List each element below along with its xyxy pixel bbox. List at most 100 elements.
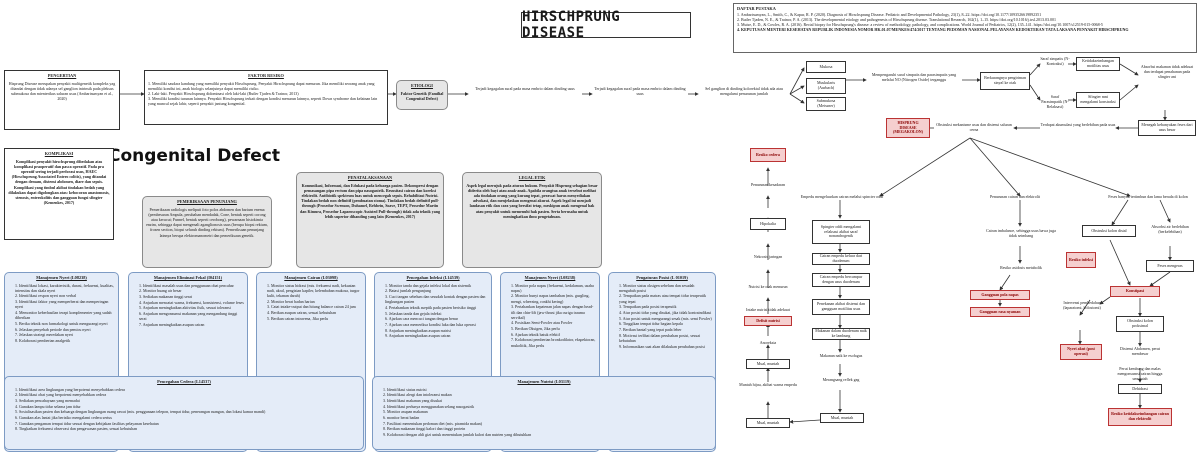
intervention-item: 5. Anjurkan meningkatkan aktivitas fisik… xyxy=(139,305,231,311)
pathway-feses-mengeras: Feses mengeras xyxy=(1146,260,1194,272)
legal-etik-card: LEGAL ETIK Aspek legal merujuk pada atur… xyxy=(462,172,602,268)
megakolon-label: HISPRUNG DISEASE (MEGAKOLON) xyxy=(893,119,923,135)
page-title: HIRSCHPRUNG DISEASE xyxy=(521,9,691,41)
manajemen-nutrisi-item: 8. Berikan makanan tinggi kalori dan tin… xyxy=(383,426,466,432)
pencegahan-cedera-item: 6. Gunakan alas lantai jika berisiko men… xyxy=(15,415,112,421)
intervention-item: 8. Anjurkan meningkatkan asupan nutrisi xyxy=(385,327,451,333)
manajemen-nutrisi-card: Manajemen Nutrisi (I.03119) 1. Identifik… xyxy=(372,376,716,450)
intervention-item: 1. Monitor pola napas (frekuensi, kedala… xyxy=(511,282,594,293)
intervention-item: 6. Jelaskan penyebab periode dan pemicu … xyxy=(15,326,91,332)
pathway-mempengaruhi: Mempengaruhi saraf simpatis dan parasimp… xyxy=(871,72,957,82)
pathway-mual-muntah-2: Mual, muntah xyxy=(746,359,790,369)
intervention-item: 8. Motivasi terlibat dalam perubahan pos… xyxy=(619,332,701,343)
pathway-dehidrasi: Dehidrasi xyxy=(1118,384,1162,394)
intervention-heading: Manajemen Nyeri (I.08238) xyxy=(36,275,87,280)
intervention-item: 6. Tinggikan tempat tidur bagian kepala xyxy=(619,321,683,327)
pathway-penekanan: Penekanan akibat distensi dan gangguan m… xyxy=(812,299,870,315)
pathway-nekrosis: Nekrosis jaringan xyxy=(753,254,783,259)
manajemen-nutrisi-item: 3. Identifikasi makanan yang disukai xyxy=(383,397,442,403)
intervention-item: 4. Posisikan Semi-Fowler atau Fowler xyxy=(511,320,573,326)
pencegahan-cedera-item: 7. Gunakan pengaman tempat tidur sesuai … xyxy=(15,420,159,426)
pathway-saraf-simpatis: Saraf simpatis (N-Kontraksi) xyxy=(1040,56,1070,66)
pathway-spingter-oddi: Spingter oddi mengalami relaksasi akibat… xyxy=(812,220,870,244)
intervention-item: 5. Berika teknik non farmakologi untuk m… xyxy=(15,320,108,326)
faktor-resiko-item: 2. Laki-laki. Penyakit Hirschsprung dido… xyxy=(148,90,299,96)
penatalaksanaan-text: Komunikasi, Informasi, dan Edukasi pada … xyxy=(300,182,440,219)
pathway-nutrisi-menurun: Nutrisi ke otak menurun xyxy=(748,284,788,289)
pencegahan-cedera-item: 3. Sediakan pencahayaan yang memadai xyxy=(15,397,80,403)
pengertian-card: PENGERTIAN Hisprung Disease merupakan pe… xyxy=(4,70,120,130)
pathway-submukosa: Submukosa (Meissner) xyxy=(806,97,846,111)
faktor-resiko-card: FAKTOR RESIKO 1. Memiliki saudara kandun… xyxy=(144,70,388,125)
pathway-resiko-cedera: Resiko cedera xyxy=(750,148,786,162)
intervention-item: 8. Kolaborasi pemberian analgetik xyxy=(15,337,71,343)
intervention-item: 7. Ajarkan cara memeriksa kondisi luka d… xyxy=(385,321,476,327)
etiologi-text: Faktor Genetik (Familial Congenital Defe… xyxy=(400,90,444,101)
intervention-item: 6. Ajarkan cara mencuci tangan dengan be… xyxy=(385,316,458,322)
pathway-resiko-infeksi: Resiko infeksi xyxy=(1066,252,1096,268)
intervention-item: 6. Anjurkan mengonsumsi makanan yang men… xyxy=(139,311,238,322)
intervention-item: 3. Tempatkan pada posisi terapeutik xyxy=(619,304,677,310)
etiologi-heading: ETIOLOGI xyxy=(411,83,433,88)
pengertian-text: Hisprung Disease merupakan penyakit mult… xyxy=(8,80,116,102)
pathway-resiko-ketidakseimbangan: Resiko ketidakseimbangan cairan dan elek… xyxy=(1108,408,1172,426)
intervention-item: 2. Monitor buang air besar xyxy=(139,288,182,294)
intervention-item: 3. Identifikasi faktor yang memperberat … xyxy=(15,299,109,310)
manajemen-nutrisi-item: 7. Fasilitasi menentukan pedoman diet (m… xyxy=(383,420,482,426)
pathway-empedu: Empedu mengeluarkan cairan melalui spinc… xyxy=(800,194,884,199)
manajemen-nutrisi-item: 9. Kolaborasi dengan ahli gizi untuk men… xyxy=(383,432,532,438)
manajemen-nutrisi-heading: Manajemen Nutrisi (I.03119) xyxy=(517,379,571,384)
pathway-penurunan-kesadaran: Penurunan kesadaran xyxy=(750,182,786,187)
penatalaksanaan-card: PENATALAKSANAAN Komunikasi, Informasi, d… xyxy=(296,172,444,268)
pathway-obstruksi-mekanis: Obstruksi mekanisme usus dan distensi sa… xyxy=(936,122,1012,132)
intervention-item: 7. Berikan bantal yang tepat pada leher xyxy=(619,327,682,333)
intervention-item: 9. Informasikan saat akan dilakukan peru… xyxy=(619,343,705,349)
pathway-muskularis: Muskularis (Aurbach) xyxy=(806,78,846,94)
intervention-heading: Pengaturan Posisi (I. 01019) xyxy=(636,275,688,280)
intervention-item: 1. Identifikasi lokasi, karakteristik, d… xyxy=(15,282,114,293)
pencegahan-cedera-heading: Pencegahan Cedera (I.14537) xyxy=(157,379,211,384)
pathway-intake-nutrisi: Intake nutrisi tidak adekuat xyxy=(746,307,790,312)
pathway-mual-muntah-3: Mual, muntah xyxy=(746,418,790,428)
intervention-item: 3. Cuci tangan sebelum dan sesudah konta… xyxy=(385,293,486,305)
manajemen-nutrisi-item: 1. Identifikasi status nutrisi xyxy=(383,386,427,392)
intervention-item: 1. Identifikasi masalah usus dan penggun… xyxy=(139,282,234,288)
intervention-item: 4. Anjurkan mencatat warna, frekuensi, k… xyxy=(139,299,244,305)
pathway-mual-muntah-1: Mual, muntah xyxy=(820,413,864,423)
intervention-item: 1. Monitor status hidrasi (mis. frekuens… xyxy=(267,282,360,298)
legal-etik-heading: LEGAL ETIK xyxy=(518,175,546,180)
pathway-distensi: Distensi Abdomen, perut membesar xyxy=(1120,346,1160,356)
reference-item: 3. Muise, E. D., & Cowles, R. A. (2016).… xyxy=(737,22,1103,28)
intervention-item: 2. Identifikasi respon nyeri non verbal xyxy=(15,293,77,299)
intervention-item: 2. Monitor berat badan harian xyxy=(267,298,315,304)
pathway-berkurangnya: Berkurangnya pengiriman sinyal ke otak xyxy=(980,72,1030,90)
penatalaksanaan-heading: PENATALAKSANAAN xyxy=(347,175,393,180)
intervention-item: 7. Kolaborasi pemberian bronkodilator, e… xyxy=(511,337,596,348)
komplikasi-card: KOMPLIKASI Komplikasi penyakit hirschspr… xyxy=(4,148,114,240)
pencegahan-cedera-item: 4. Gunakan lampu tidur selama jam tidur xyxy=(15,403,81,409)
intervention-item: 5. Jelaskan tanda dan gejala infeksi xyxy=(385,310,442,316)
pathway-resiko-asidosis: Resiko asidosis metabolik xyxy=(1000,265,1042,270)
pathway-gangguan-rasa-nyaman: Gangguan rasa nyaman xyxy=(970,307,1030,317)
pathway-absorbsi-air-berlebih: Absorbsi air berlebihan (berkelebihan) xyxy=(1151,224,1189,234)
pathway-akumulasi: Terdapat akumulasi yang berlebihan pada … xyxy=(1040,122,1116,127)
pemeriksaan-text: Pemeriksaan radiologis meliputi foto pol… xyxy=(146,206,268,238)
manajemen-nutrisi-item: 5. Monitor asupan makanan xyxy=(383,409,428,415)
intervention-item: 1. Monitor tanda dan gejala infeksi loka… xyxy=(385,282,472,288)
intervention-item: 1. Monitor status oksigen sebelum dan se… xyxy=(619,282,695,293)
pathway-hipokalia: Hipokalia xyxy=(750,218,786,230)
etiologi-card: ETIOLOGI Faktor Genetik (Familial Congen… xyxy=(396,80,448,110)
intervention-item: 4. Atur posisi tidur yang disukai, jika … xyxy=(619,310,712,316)
pathway-defisit-nutrisi: Defisit nutrisi xyxy=(744,316,792,326)
pemeriksaan-card: PEMERIKSAAN PENUNJANG Pemeriksaan radiol… xyxy=(142,196,272,268)
intervention-item: 2. Monitor bunyi napas tambahan (mis. gu… xyxy=(511,293,590,304)
pathway-gangguan-pola-napas: Gangguan pola napas xyxy=(970,290,1030,300)
pathway-intervensi: Intervensi pembedahan (laparatomi, kolos… xyxy=(1063,300,1101,310)
pemeriksaan-heading: PEMERIKSAAN PENUNJANG xyxy=(177,199,237,204)
reference-item: 4. KEPUTUSAN MENTERI KESEHATAN REPUBLIK … xyxy=(737,27,1129,33)
intervention-heading: Manajemen Nyeri (I.08238) xyxy=(524,275,576,280)
intervention-heading: Manajemen Eliminasi Fekal (I04151) xyxy=(153,275,223,280)
pathway-konstipasi: Konstipasi xyxy=(1110,286,1160,297)
intervention-item: 5. Atur posisi untuk mengurangi sesak (m… xyxy=(619,315,712,321)
pathway-saraf-para: Saraf Parasimpatik (N-Relaksasi) xyxy=(1041,94,1069,109)
